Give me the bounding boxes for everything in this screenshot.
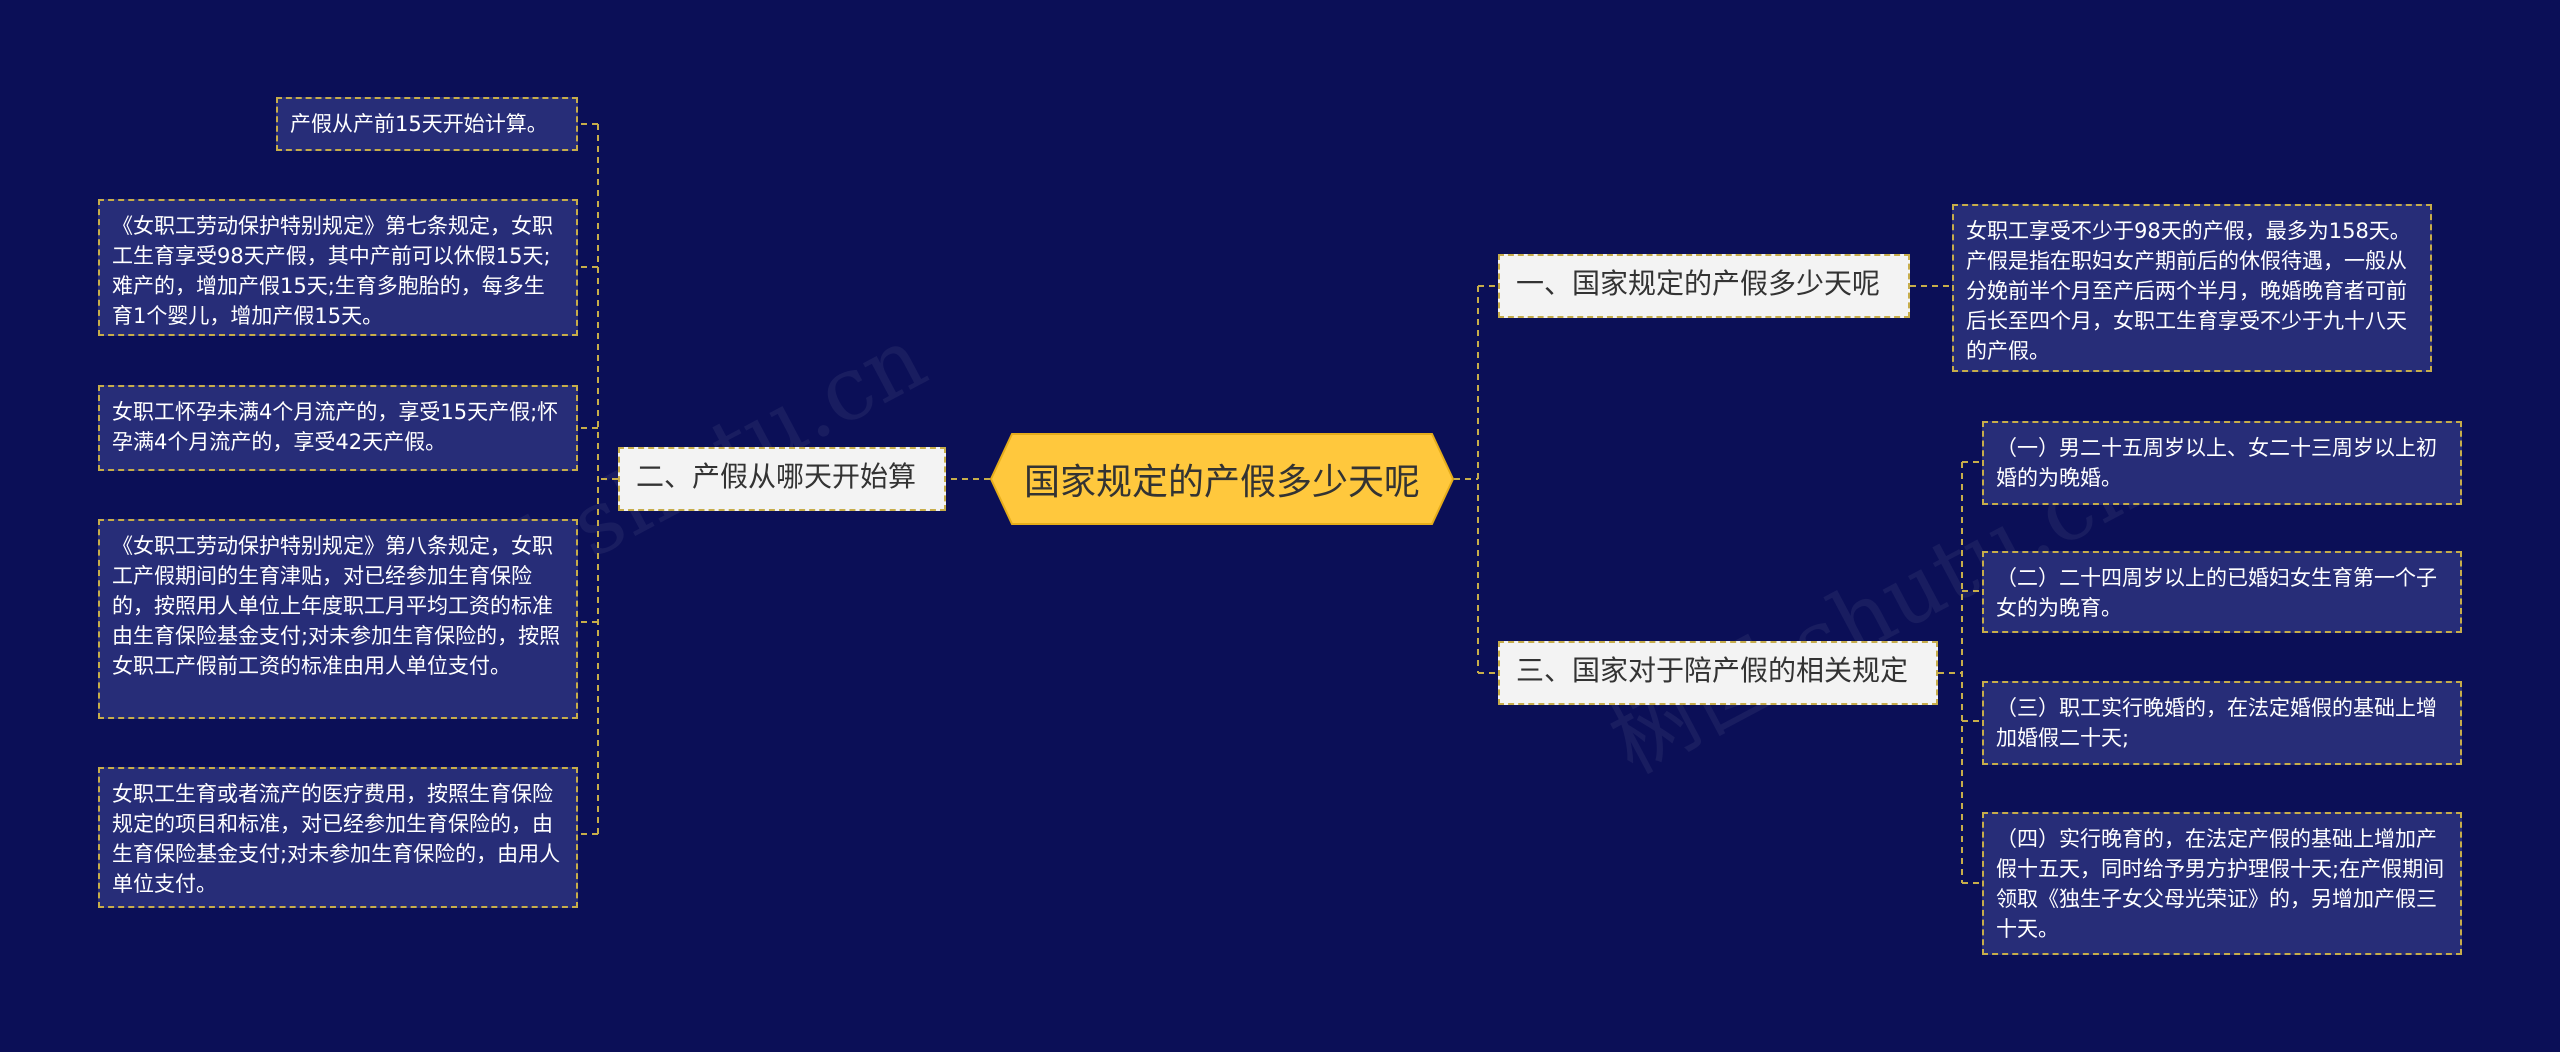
leaf-node-b3-3[interactable]: （三）职工实行晚婚的，在法定婚假的基础上增加婚假二十天; [1982,681,2462,765]
branch-node-1[interactable]: 一、国家规定的产假多少天呢 [1498,254,1910,318]
leaf-node-b3-2[interactable]: （二）二十四周岁以上的已婚妇女生育第一个子女的为晚育。 [1982,551,2462,633]
leaf-node-b2-3[interactable]: 女职工怀孕未满4个月流产的，享受15天产假;怀孕满4个月流产的，享受42天产假。 [98,385,578,471]
branch-node-2[interactable]: 二、产假从哪天开始算 [618,447,946,511]
branch-node-3[interactable]: 三、国家对于陪产假的相关规定 [1498,641,1938,705]
central-topic-label: 国家规定的产假多少天呢 [1023,462,1420,503]
leaf-node-b1-1[interactable]: 女职工享受不少于98天的产假，最多为158天。产假是指在职妇女产期前后的休假待遇… [1952,204,2432,372]
central-topic[interactable]: 国家规定的产假多少天呢 [990,433,1454,525]
leaf-node-b3-1[interactable]: （一）男二十五周岁以上、女二十三周岁以上初婚的为晚婚。 [1982,421,2462,505]
leaf-node-b2-2[interactable]: 《女职工劳动保护特别规定》第七条规定，女职工生育享受98天产假，其中产前可以休假… [98,199,578,336]
leaf-node-b2-4[interactable]: 《女职工劳动保护特别规定》第八条规定，女职工产假期间的生育津贴，对已经参加生育保… [98,519,578,719]
leaf-node-b2-5[interactable]: 女职工生育或者流产的医疗费用，按照生育保险规定的项目和标准，对已经参加生育保险的… [98,767,578,908]
leaf-node-b2-1[interactable]: 产假从产前15天开始计算。 [276,97,578,151]
leaf-node-b3-4[interactable]: （四）实行晚育的，在法定产假的基础上增加产假十五天，同时给予男方护理假十天;在产… [1982,812,2462,955]
central-topic-shape [990,433,1454,525]
